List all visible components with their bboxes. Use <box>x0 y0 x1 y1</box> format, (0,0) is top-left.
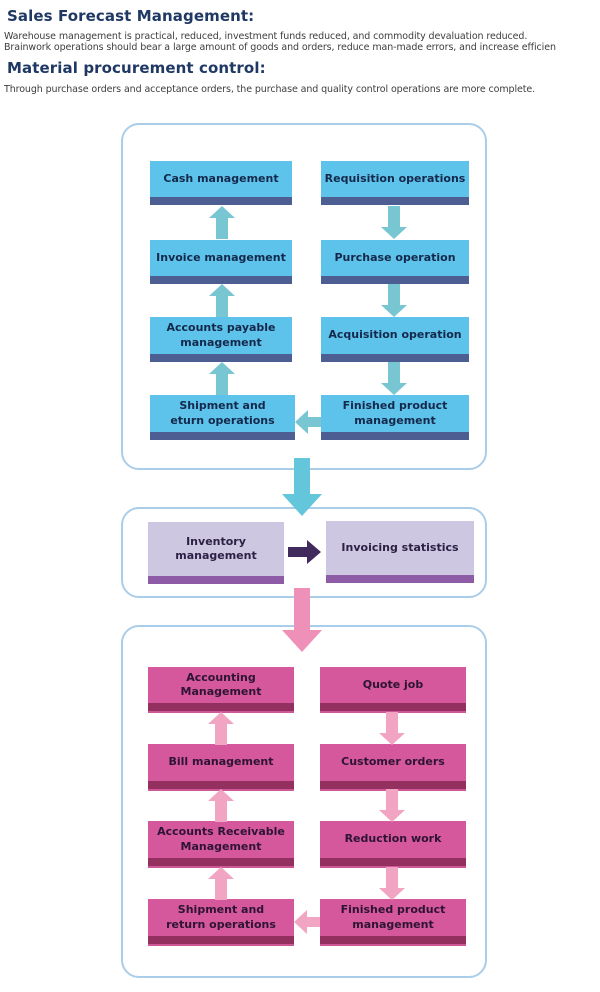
arrow-right-icon <box>288 540 321 564</box>
arrow-left-icon <box>295 410 321 434</box>
sales-forecast-heading: Sales Forecast Management: <box>7 7 255 25</box>
arrow-up-icon <box>209 206 235 239</box>
node-purchase-operation: Purchase operation <box>321 240 469 284</box>
sales-flow-panel: Accounting Management Bill management Ac… <box>121 625 487 978</box>
material-procurement-description: Through purchase orders and acceptance o… <box>4 84 536 95</box>
arrow-down-icon <box>379 712 405 745</box>
arrow-down-icon <box>379 867 405 900</box>
node-accounting-management: Accounting Management <box>148 667 294 711</box>
node-shipment-return-operations: Shipment and eturn operations <box>150 395 295 440</box>
material-procurement-heading: Material procurement control: <box>7 59 266 77</box>
node-reduction-work: Reduction work <box>320 821 466 866</box>
arrow-up-icon <box>208 867 234 900</box>
node-finished-product-management: Finished product management <box>321 395 469 440</box>
node-bill-management: Bill management <box>148 744 294 789</box>
node-customer-orders: Customer orders <box>320 744 466 789</box>
node-requisition-operations: Requisition operations <box>321 161 469 205</box>
description-line-2: Brainwork operations should bear a large… <box>4 42 556 53</box>
node-inventory-management: Inventory management <box>148 522 284 584</box>
big-arrow-down-icon <box>282 588 322 652</box>
node-invoice-management: Invoice management <box>150 240 292 284</box>
arrow-up-icon <box>208 712 234 745</box>
procurement-flow-panel: Cash management Invoice management Accou… <box>121 123 487 470</box>
node-accounts-receivable-management: Accounts Receivable Management <box>148 821 294 866</box>
big-arrow-down-icon <box>282 458 322 516</box>
arrow-down-icon <box>381 206 407 239</box>
arrow-up-icon <box>209 284 235 317</box>
node-acquisition-operation: Acquisition operation <box>321 317 469 362</box>
description-line-1: Warehouse management is practical, reduc… <box>4 31 528 42</box>
node-shipment-return-operations: Shipment and return operations <box>148 899 294 944</box>
arrow-down-icon <box>381 362 407 395</box>
node-accounts-payable-management: Accounts payable management <box>150 317 292 362</box>
arrow-left-icon <box>294 910 320 934</box>
node-cash-management: Cash management <box>150 161 292 205</box>
sales-forecast-description: Warehouse management is practical, reduc… <box>4 31 556 53</box>
arrow-down-icon <box>381 284 407 317</box>
arrow-up-icon <box>209 362 235 395</box>
inventory-panel: Inventory management Invoicing statistic… <box>121 507 487 598</box>
arrow-down-icon <box>379 789 405 822</box>
node-quote-job: Quote job <box>320 667 466 711</box>
node-finished-product-management: Finished product management <box>320 899 466 944</box>
node-invoicing-statistics: Invoicing statistics <box>326 521 474 583</box>
arrow-up-icon <box>208 789 234 822</box>
